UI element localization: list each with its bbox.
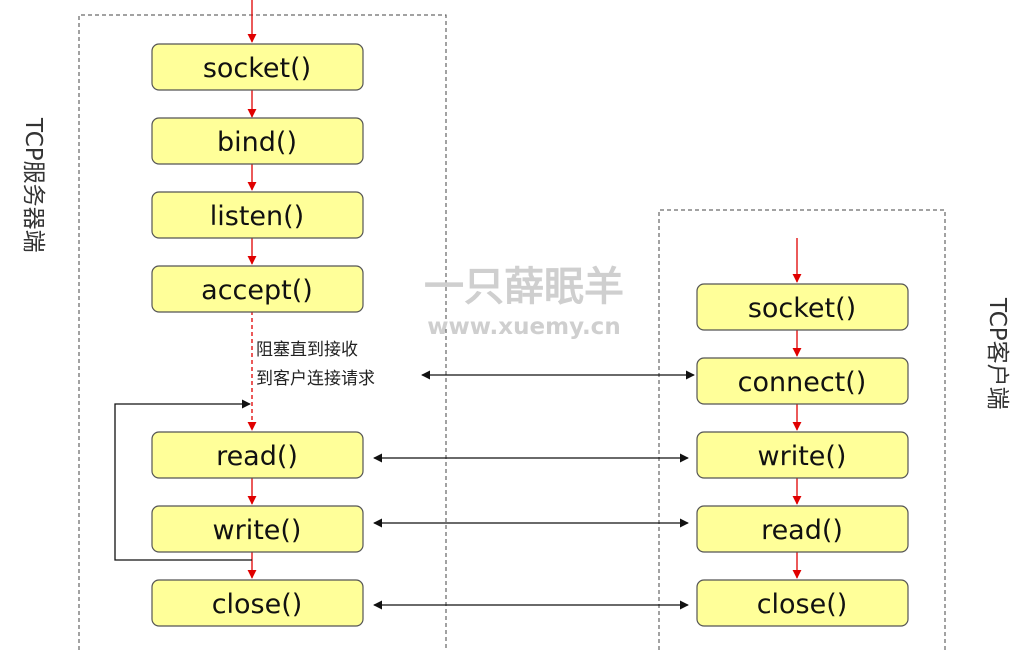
- svg-text:socket(): socket(): [203, 53, 311, 84]
- svg-text:read(): read(): [761, 515, 843, 546]
- loop-back-arrow: [114, 399, 252, 561]
- client-close-step: close(): [696, 579, 909, 627]
- svg-text:accept(): accept(): [201, 275, 313, 306]
- server-write-step: write(): [151, 505, 364, 553]
- svg-text:TCP服务器端: TCP服务器端: [20, 117, 46, 253]
- server-close-step: close(): [151, 579, 364, 627]
- server-side-label: TCP服务器端: [20, 117, 46, 253]
- server-listen-step: listen(): [151, 191, 364, 239]
- svg-text:listen(): listen(): [210, 201, 304, 232]
- svg-text:socket(): socket(): [748, 293, 856, 324]
- watermark-url: www.xuemy.cn: [427, 314, 620, 340]
- svg-text:connect(): connect(): [738, 367, 867, 398]
- client-socket-step: socket(): [696, 283, 909, 331]
- svg-text:TCP客户端: TCP客户端: [984, 297, 1010, 410]
- server-socket-step: socket(): [151, 43, 364, 91]
- svg-text:read(): read(): [216, 441, 298, 472]
- server-bind-step: bind(): [151, 117, 364, 165]
- server-accept-step: accept(): [151, 265, 364, 313]
- svg-text:close(): close(): [757, 589, 848, 620]
- client-group-border: [658, 209, 946, 650]
- svg-text:close(): close(): [212, 589, 303, 620]
- watermark-name: 一只薛眠羊: [424, 264, 624, 310]
- blocking-note-line2: 到客户连接请求: [256, 369, 375, 389]
- server-read-step: read(): [151, 431, 364, 479]
- client-side-label: TCP客户端: [984, 297, 1010, 410]
- client-write-step: write(): [696, 431, 909, 479]
- svg-text:bind(): bind(): [217, 127, 297, 158]
- blocking-note-line1: 阻塞直到接收: [256, 340, 358, 360]
- client-read-step: read(): [696, 505, 909, 553]
- svg-text:write(): write(): [213, 515, 302, 546]
- server-group-border: [78, 14, 447, 650]
- svg-text:write(): write(): [758, 441, 847, 472]
- client-connect-step: connect(): [696, 357, 909, 405]
